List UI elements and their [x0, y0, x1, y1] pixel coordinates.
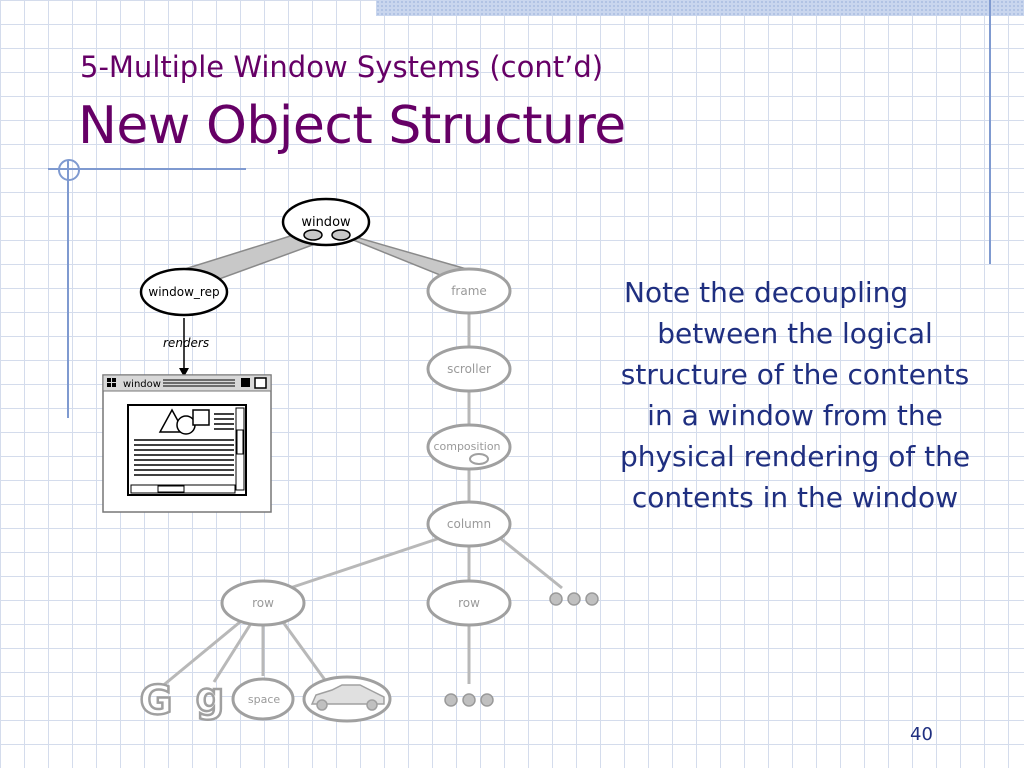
window-widget-title: window — [123, 379, 161, 390]
decorative-vertical-line-right — [989, 0, 991, 264]
node-window-label: window — [301, 215, 351, 230]
node-window-rep-label: window_rep — [148, 285, 219, 299]
decoupling-note: Note the decoupling between the logical … — [600, 272, 990, 518]
glyph-lowercase-g: g — [196, 675, 225, 721]
window-menu-icon — [107, 378, 116, 387]
edge-column-more — [499, 536, 563, 590]
rendered-window-widget: window — [102, 374, 272, 513]
maximize-icon — [254, 377, 267, 389]
node-frame-label: frame — [451, 284, 487, 298]
note-line: in a window from the — [647, 399, 943, 432]
glyph-capital-g: G — [140, 678, 173, 724]
edge-row-glyph-g — [159, 620, 241, 690]
note-line: between the logical — [657, 317, 933, 350]
node-row-left — [220, 579, 306, 627]
node-space — [231, 677, 295, 721]
renders-arrowhead — [179, 368, 189, 377]
car-icon — [310, 684, 385, 711]
node-composition-label: composition — [433, 440, 500, 453]
node-scroller-label: scroller — [447, 362, 491, 376]
decorative-vertical-line-left — [67, 160, 69, 418]
window-port-right — [331, 229, 351, 241]
edge-row-glyph-small-g — [212, 624, 252, 683]
top-decorative-band — [376, 0, 1024, 16]
node-frame — [426, 267, 512, 315]
more-children-dots-row — [444, 693, 494, 707]
square-shape — [192, 409, 210, 426]
more-children-dots-column — [549, 592, 599, 606]
note-line: Note the decoupling — [624, 276, 909, 309]
node-column — [426, 500, 512, 548]
text-lines — [134, 413, 234, 476]
node-column-label: column — [447, 517, 491, 531]
note-line: physical rendering of the — [619, 440, 971, 473]
node-row-middle-label: row — [458, 596, 480, 610]
slide-title: New Object Structure — [78, 96, 626, 156]
renders-label: renders — [163, 336, 209, 350]
crosshair-circle-icon — [58, 159, 80, 181]
title-underline — [48, 168, 246, 170]
edge-column-row-left — [289, 536, 441, 590]
node-scroller — [426, 345, 512, 393]
minimize-icon — [241, 378, 250, 387]
title-stripes — [163, 379, 235, 387]
note-line: structure of the contents — [620, 358, 970, 391]
node-space-label: space — [248, 693, 281, 706]
tree-connectors — [159, 312, 563, 690]
composition-port — [469, 453, 489, 465]
window-port-left — [303, 229, 323, 241]
node-row-left-label: row — [252, 596, 274, 610]
node-window-rep — [139, 267, 229, 317]
page-number: 40 — [910, 724, 933, 745]
node-row-middle — [426, 579, 512, 627]
edge-row-car — [281, 621, 327, 681]
node-composition — [426, 423, 512, 471]
note-line: contents in the window — [631, 481, 959, 514]
slide-subtitle: 5-Multiple Window Systems (cont’d) — [80, 50, 604, 84]
